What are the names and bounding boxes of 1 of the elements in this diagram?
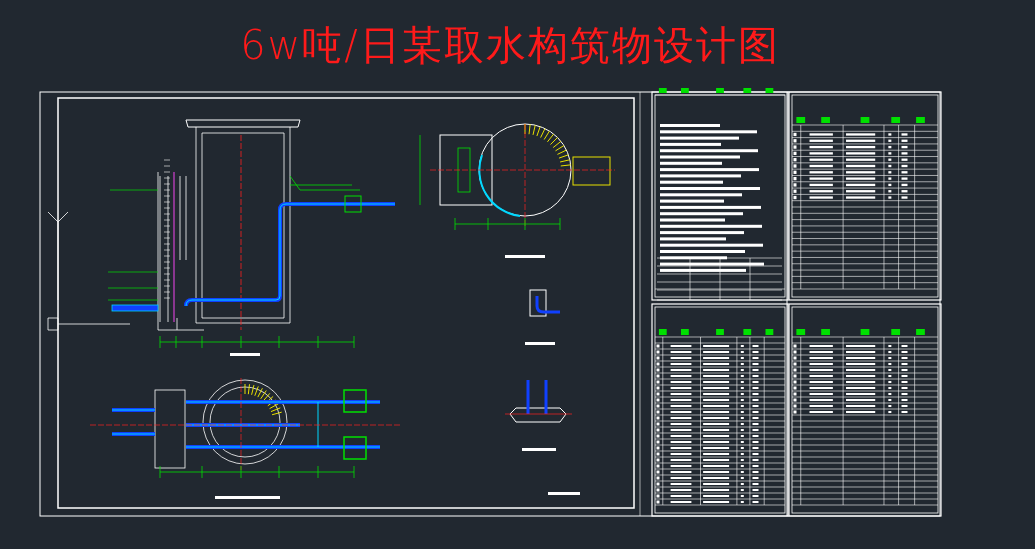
drawing-title: 6w吨/日某取水构筑物设计图 (240, 21, 780, 70)
